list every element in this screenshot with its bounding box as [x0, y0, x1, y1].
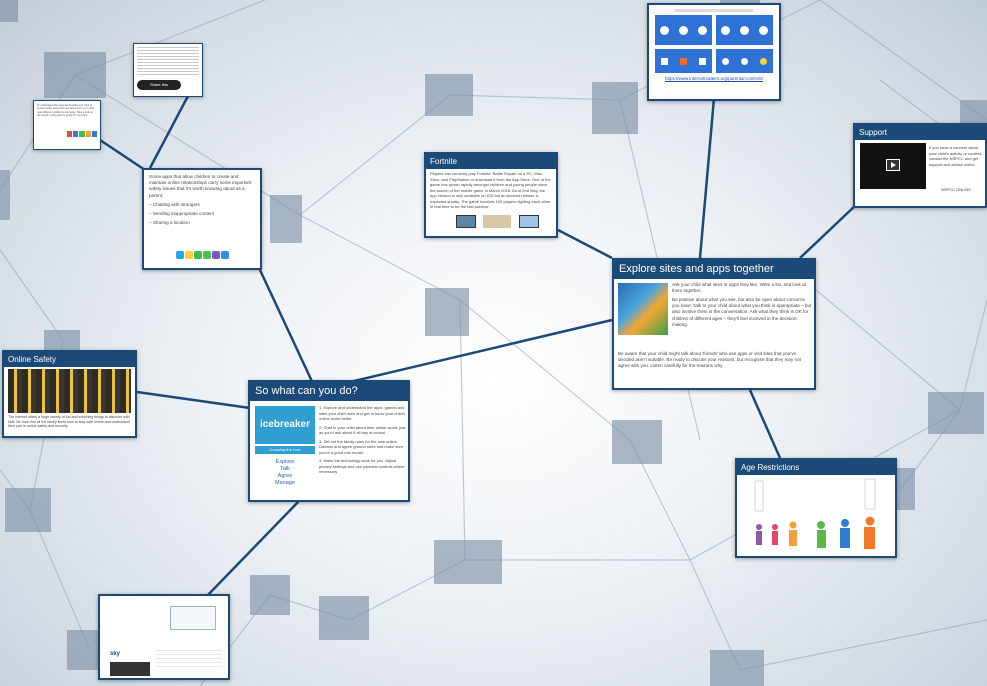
play-icon[interactable]: [886, 159, 900, 171]
app-icon-6: [221, 251, 229, 259]
frame-share-doc[interactable]: Share this: [133, 43, 203, 97]
sky-logo-text: sky: [110, 651, 121, 657]
keyword-explore: Explore: [275, 459, 295, 465]
frame-title: So what can you do?: [250, 382, 408, 401]
sky-table: [156, 650, 222, 670]
sky-logo: sky: [110, 642, 150, 676]
app-icon-1: [176, 251, 184, 259]
controls-tile-2: [716, 15, 773, 45]
parental-controls-link[interactable]: https://www.internetmatters.org/parental…: [664, 76, 764, 81]
tip-1: 1. Explore and understand the apps, game…: [319, 405, 406, 421]
chat-intro: Some apps that allow children to create …: [149, 174, 252, 198]
controls-tile-3: [655, 49, 712, 73]
resource-badge: [170, 606, 216, 630]
frame-title: Age Restrictions: [737, 460, 895, 475]
chat-risk-1: – Chatting with strangers: [149, 201, 200, 207]
keyword-agree: Agree: [277, 473, 293, 479]
app-icon-3: [194, 251, 202, 259]
fortnite-thumbnails: [456, 215, 539, 233]
share-doc-lines: [137, 47, 199, 77]
icebreaker-logo: icebreaker: [255, 406, 315, 444]
explore-para-2: Be positive about what you see, but also…: [672, 297, 812, 327]
frame-social-media-guide[interactable]: To understand the potential benefits and…: [33, 100, 101, 150]
frame-support[interactable]: Support If you have a concern about your…: [853, 123, 987, 208]
frame-age-restrictions[interactable]: Age Restrictions: [735, 458, 897, 558]
controls-header: [675, 9, 753, 12]
keyword-talk: Talk: [280, 466, 290, 472]
icebreaker-subtitle: Crossing the Line: [255, 446, 315, 454]
keyword-list: Explore Talk Agree Manage: [255, 459, 315, 487]
frame-title: Explore sites and apps together: [614, 260, 814, 279]
fortnite-body: Players can currently play Fortnite: Bat…: [430, 171, 551, 209]
frame-title: Online Safety: [4, 352, 135, 367]
app-icon-4: [203, 251, 211, 259]
frame-title: Fortnite: [426, 154, 556, 169]
frame-sky-resources[interactable]: sky: [98, 594, 230, 680]
fortnite-thumb-3: [518, 215, 539, 228]
chat-app-icons: [176, 246, 230, 264]
app-icon-5: [212, 251, 220, 259]
share-button[interactable]: Share this: [137, 80, 181, 90]
guide-text: To understand the potential benefits and…: [37, 104, 94, 118]
frame-so-what-can-you-do[interactable]: So what can you do? icebreaker Crossing …: [248, 380, 410, 502]
support-sub: NSPCC ONLINE: [940, 187, 971, 192]
share-button-label: Share this: [149, 82, 168, 87]
fortnite-thumb-2: [483, 215, 512, 228]
app-icon-2: [185, 251, 193, 259]
age-figures-image: [754, 478, 876, 549]
controls-tile-4: [716, 49, 773, 73]
online-safety-caption: The internet offers a huge variety of fu…: [8, 415, 130, 429]
frame-chat-apps[interactable]: Some apps that allow children to create …: [142, 168, 262, 270]
icebreaker-logo-text: icebreaker: [259, 419, 311, 430]
keyword-manage: Manage: [275, 480, 295, 486]
group-photo-image: [8, 369, 131, 413]
frame-title: Support: [855, 125, 985, 140]
frame-explore-sites[interactable]: Explore sites and apps together Ask your…: [612, 258, 816, 390]
chat-risk-2: – Sending inappropriate content: [149, 211, 215, 217]
explore-para-1: Ask your child what sites or apps they l…: [672, 282, 806, 294]
controls-tile-1: [655, 15, 712, 45]
chat-risk-3: – Sharing a location: [149, 220, 190, 226]
frame-online-safety[interactable]: Online Safety The internet offers a huge…: [2, 350, 137, 438]
frame-parental-controls[interactable]: https://www.internetmatters.org/parental…: [647, 3, 781, 101]
tip-2: 2. Chat to your child about their online…: [319, 424, 406, 436]
support-caption: If you have a concern about your child's…: [929, 145, 983, 167]
frame-fortnite[interactable]: Fortnite Players can currently play Fort…: [424, 152, 558, 238]
tip-4: 4. Make the technology work for you. Adj…: [319, 458, 405, 474]
tip-3: 3. Set out the family rules for the web …: [319, 438, 404, 455]
apps-collage-image: [618, 283, 668, 335]
tips-list: 1. Explore and understand the apps, game…: [319, 405, 407, 475]
fortnite-thumb-1: [456, 215, 476, 228]
explore-para-3: Be aware that your child might talk abou…: [618, 351, 801, 369]
controls-grid: [655, 15, 773, 73]
support-video[interactable]: [860, 143, 926, 189]
guide-tiles: [67, 131, 98, 137]
chat-risk-list: – Chatting with strangers – Sending inap…: [149, 202, 255, 227]
